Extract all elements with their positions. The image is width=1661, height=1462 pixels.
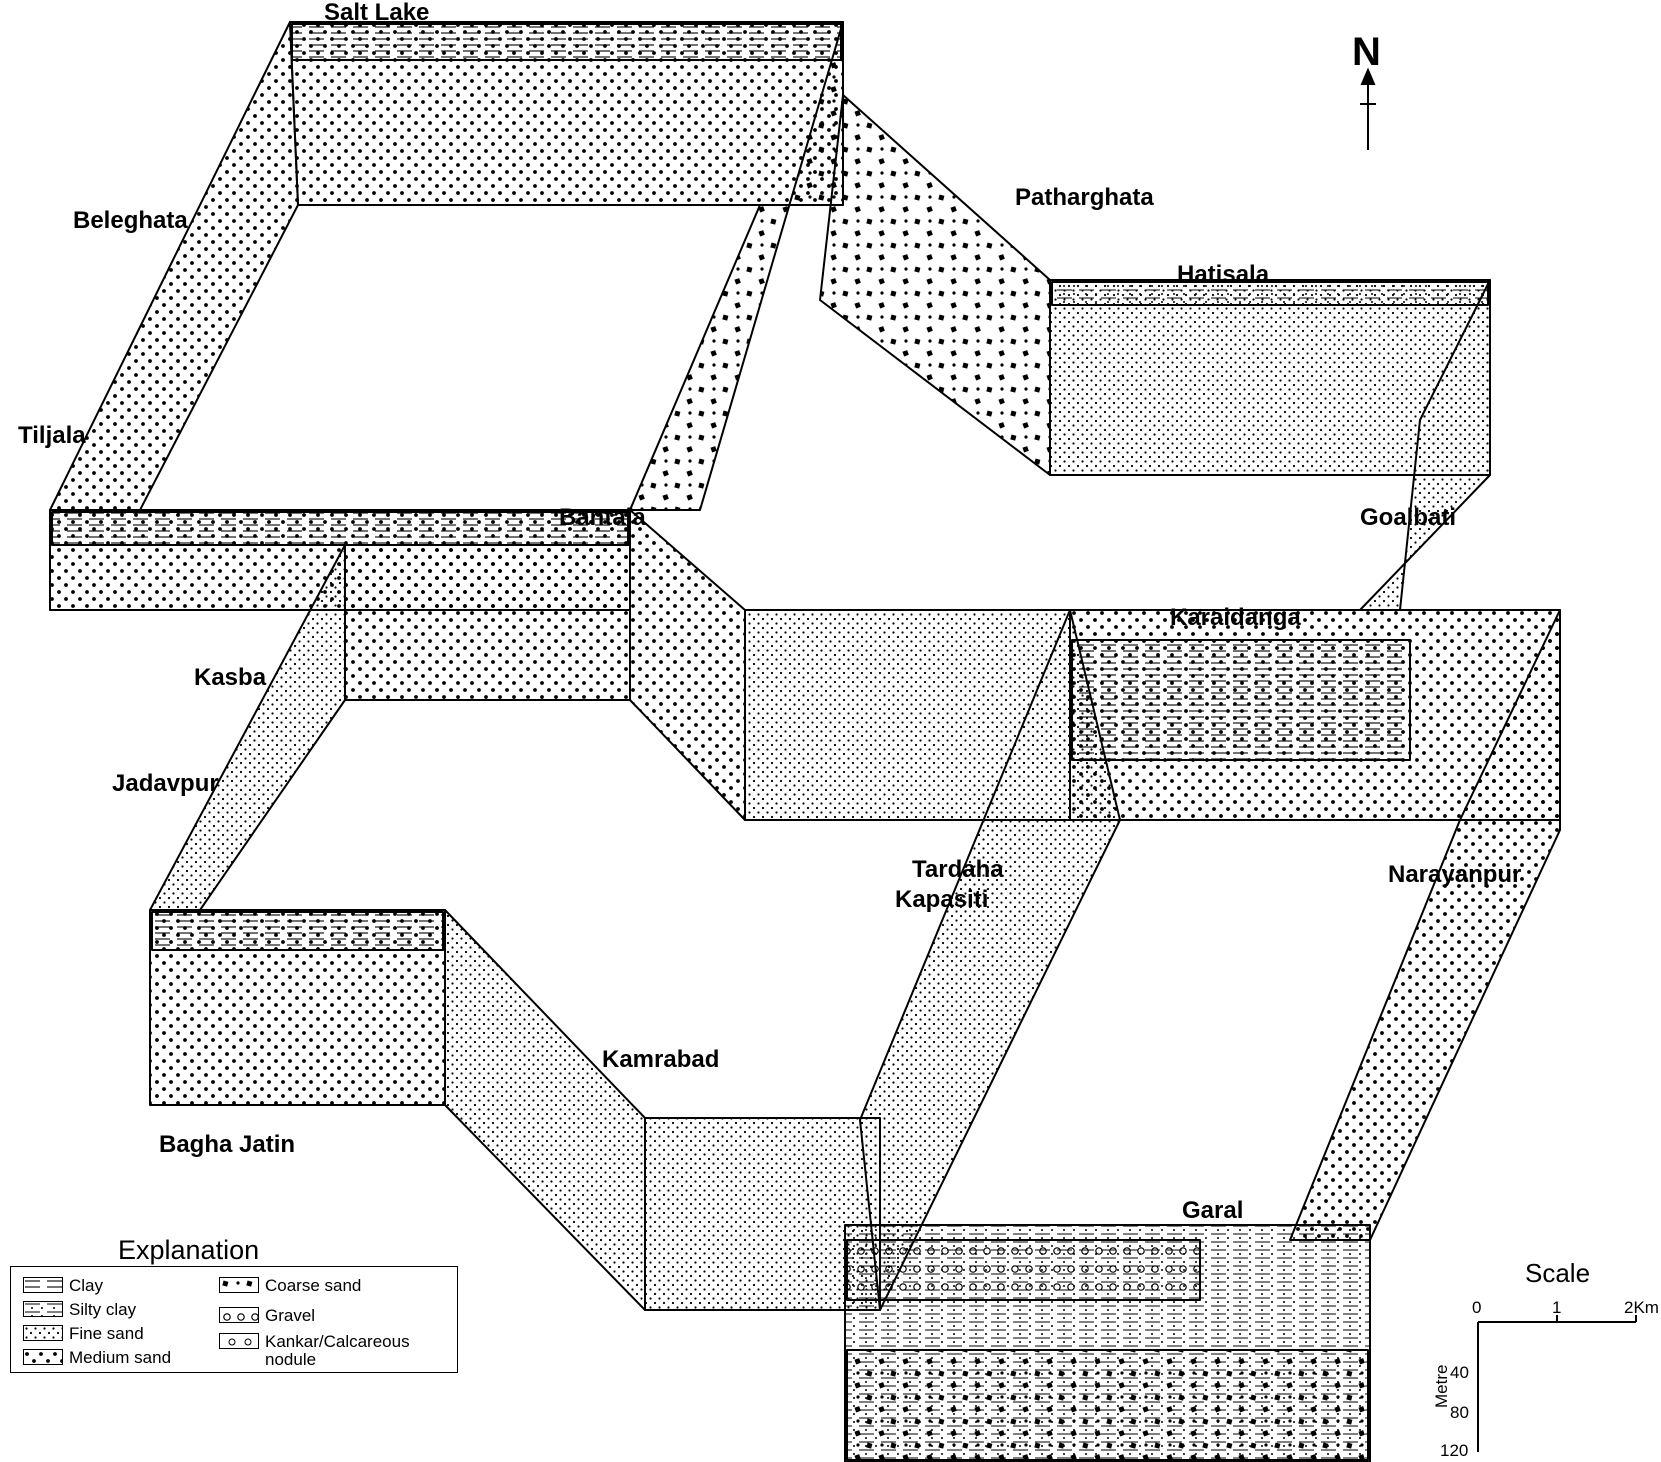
scale-bar-icon bbox=[1477, 1315, 1637, 1452]
silty-clay-swatch-icon bbox=[23, 1301, 63, 1317]
legend-item-fine-sand: Fine sand bbox=[23, 1325, 144, 1343]
medium-sand-swatch-icon bbox=[23, 1349, 63, 1365]
band-hatisala-silty bbox=[1051, 281, 1489, 306]
band-karaidanga-clay bbox=[1071, 639, 1411, 761]
label-kasba: Kasba bbox=[194, 664, 267, 691]
scale-depth-120: 120 bbox=[1440, 1441, 1469, 1460]
legend-label-gravel: Gravel bbox=[265, 1306, 316, 1325]
scale-tick-1: 1 bbox=[1552, 1298, 1562, 1317]
label-jadavpur: Jadavpur bbox=[112, 770, 219, 797]
label-kapasiti: Kapasiti bbox=[895, 886, 989, 913]
label-karaidanga: Karaidanga bbox=[1170, 604, 1301, 631]
label-narayanpur: Narayanpur bbox=[1388, 861, 1522, 888]
band-garal-gravel bbox=[846, 1239, 1201, 1301]
north-label: N bbox=[1352, 30, 1381, 74]
scale-unit: Metre bbox=[1432, 1364, 1451, 1408]
band-garal-coarse bbox=[846, 1349, 1369, 1461]
band-tiljala-clay bbox=[51, 511, 629, 546]
legend-item-medium-sand: Medium sand bbox=[23, 1349, 171, 1367]
label-bantala: Bantala bbox=[559, 504, 646, 531]
label-kamrabad: Kamrabad bbox=[602, 1046, 720, 1073]
label-garal: Garal bbox=[1182, 1197, 1244, 1224]
north-arrow-icon bbox=[1360, 67, 1376, 150]
legend-item-gravel: Gravel bbox=[219, 1307, 315, 1325]
gravel-swatch-icon bbox=[219, 1307, 259, 1323]
legend-label-coarse-sand: Coarse sand bbox=[265, 1276, 362, 1295]
band-bagha-jatin-clay bbox=[151, 911, 444, 951]
label-patharghata: Patharghata bbox=[1015, 184, 1154, 211]
legend-label-kankar: Kankar/Calcareous bbox=[265, 1332, 410, 1351]
label-tiljala: Tiljala bbox=[18, 422, 86, 449]
scale-depth-80: 80 bbox=[1450, 1403, 1469, 1422]
legend-label-clay: Clay bbox=[69, 1276, 104, 1295]
panel-bantala-link bbox=[629, 509, 746, 821]
panel-patharghata bbox=[819, 94, 1051, 476]
legend-label-fine-sand: Fine sand bbox=[69, 1324, 144, 1343]
legend-title: Explanation bbox=[118, 1235, 260, 1265]
clay-swatch-icon bbox=[23, 1277, 63, 1293]
fine-sand-swatch-icon bbox=[23, 1325, 63, 1341]
label-goalbati: Goalbati bbox=[1360, 504, 1457, 531]
label-salt-lake: Salt Lake bbox=[324, 0, 430, 26]
coarse-sand-swatch-icon bbox=[219, 1277, 259, 1293]
scale-depth-40: 40 bbox=[1450, 1363, 1469, 1382]
panel-kamrabad bbox=[444, 909, 646, 1311]
legend-item-kankar: Kankar/Calcareous nodule bbox=[219, 1333, 410, 1369]
band-salt-lake-clay bbox=[291, 23, 842, 61]
label-hatisala: Hatisala bbox=[1177, 261, 1270, 288]
scale: Scale 0 1 2Km Metre 40 80 120 bbox=[1430, 1258, 1661, 1462]
kankar-swatch-icon bbox=[219, 1333, 259, 1349]
legend-label-silty-clay: Silty clay bbox=[69, 1300, 137, 1319]
legend-item-coarse-sand: Coarse sand bbox=[219, 1277, 361, 1295]
scale-title: Scale bbox=[1525, 1258, 1591, 1288]
legend-label-medium-sand: Medium sand bbox=[69, 1348, 172, 1367]
label-bagha-jatin: Bagha Jatin bbox=[159, 1131, 296, 1158]
scale-tick-0: 0 bbox=[1472, 1298, 1482, 1317]
label-beleghata: Beleghata bbox=[73, 207, 188, 234]
panel-beleghata bbox=[49, 21, 299, 511]
panel-bantala-south bbox=[344, 544, 631, 701]
legend: Clay Silty clay Fine sand Medium sand Co… bbox=[10, 1266, 458, 1373]
legend-item-clay: Clay bbox=[23, 1277, 103, 1295]
legend-label-nodule: nodule bbox=[265, 1350, 317, 1369]
scale-tick-2: 2Km bbox=[1624, 1298, 1659, 1317]
legend-item-silty-clay: Silty clay bbox=[23, 1301, 136, 1319]
label-tardaha: Tardaha bbox=[912, 856, 1004, 883]
